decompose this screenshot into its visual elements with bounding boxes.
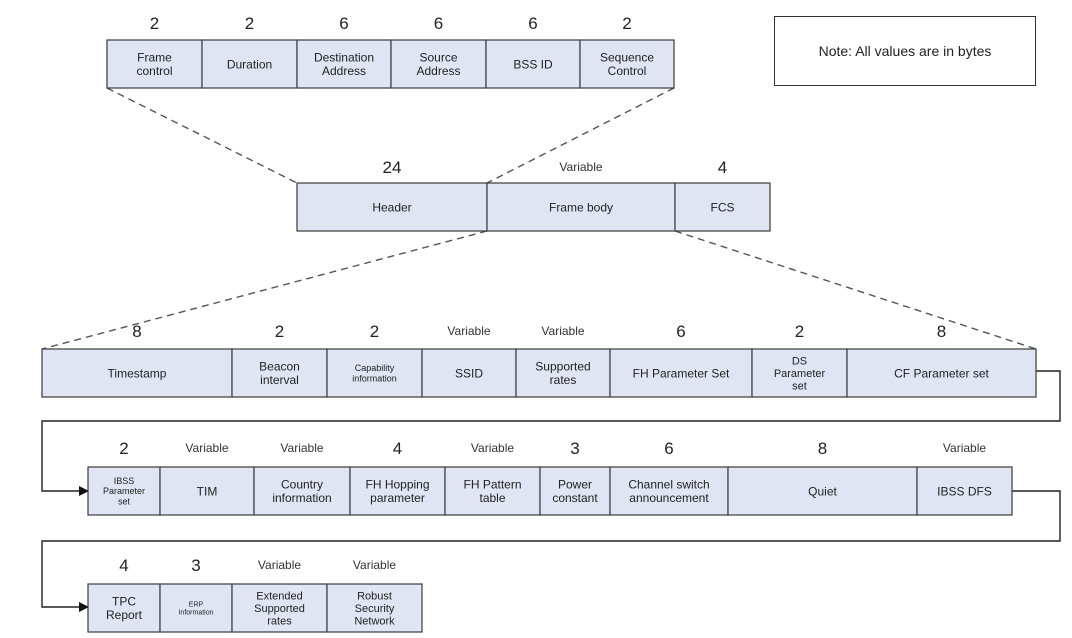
tim-size-label: Variable [185, 441, 228, 455]
ibss-dfs-size-label: Variable [943, 441, 986, 455]
destination-address-field [296, 39, 392, 89]
frame-control-field [106, 39, 203, 89]
timestamp-size-label: 8 [132, 322, 141, 341]
beacon-interval-size-label: 2 [275, 322, 284, 341]
ds-parameter-set-field [751, 348, 848, 398]
duration-size-label: 2 [245, 14, 254, 33]
quiet-size-label: 8 [818, 439, 827, 458]
fcs-field [674, 182, 771, 232]
extended-supported-rates-size-label: Variable [258, 558, 301, 572]
power-constant-field [539, 466, 611, 516]
source-address-size-label: 6 [434, 14, 443, 33]
fcs-size-label: 4 [718, 158, 727, 177]
row1-to-row2-connector-arrow [41, 370, 1061, 496]
capability-information-size-label: 2 [370, 322, 379, 341]
source-address-field [390, 39, 487, 89]
ssid-field [421, 348, 517, 398]
timestamp-label: Timestamp [108, 366, 167, 380]
beacon-interval-field [231, 348, 328, 398]
power-constant-size-label: 3 [570, 439, 579, 458]
row2-to-row3-connector-arrow [41, 490, 1061, 612]
country-information-size-label: Variable [280, 441, 323, 455]
duration-label: Duration [227, 57, 272, 71]
header-field [296, 182, 488, 232]
bss-id-label: BSS ID [513, 57, 553, 71]
header-expansion-line-left [106, 87, 298, 184]
ibss-dfs-label: IBSS DFS [937, 484, 992, 498]
cf-parameter-set-size-label: 8 [937, 322, 946, 341]
ds-parameter-set-size-label: 2 [795, 322, 804, 341]
header-size-label: 24 [383, 158, 402, 177]
ibss-parameter-set-size-label: 2 [119, 439, 128, 458]
frame-body-size-label: Variable [559, 160, 602, 174]
units-note: Note: All values are in bytes [774, 16, 1036, 86]
frame-body-label: Frame body [549, 200, 613, 214]
ibss-dfs-field [916, 466, 1013, 516]
ibss-parameter-set-field [87, 466, 161, 516]
fh-hopping-parameter-size-label: 4 [393, 439, 402, 458]
tpc-report-field [87, 583, 161, 633]
country-information-field [253, 466, 351, 516]
supported-rates-size-label: Variable [541, 324, 584, 338]
ssid-label: SSID [455, 366, 483, 380]
fcs-label: FCS [711, 200, 735, 214]
sequence-control-size-label: 2 [622, 14, 631, 33]
fh-pattern-table-field [444, 466, 541, 516]
quiet-label: Quiet [808, 484, 837, 498]
fh-parameter-set-size-label: 6 [676, 322, 685, 341]
header-expansion-line-right [486, 87, 675, 184]
body-expansion-line-right [674, 230, 1037, 350]
erp-information-field [159, 583, 233, 633]
capability-information-field [326, 348, 423, 398]
robust-security-network-size-label: Variable [353, 558, 396, 572]
channel-switch-announcement-size-label: 6 [664, 439, 673, 458]
ssid-size-label: Variable [447, 324, 490, 338]
tim-field [159, 466, 255, 516]
sequence-control-field [579, 39, 675, 89]
frame-body-field [486, 182, 676, 232]
body-expansion-line-left [41, 230, 488, 350]
fh-parameter-set-label: FH Parameter Set [633, 366, 730, 380]
bss-id-size-label: 6 [528, 14, 537, 33]
extended-supported-rates-field [231, 583, 328, 633]
tim-label: TIM [197, 484, 218, 498]
frame-control-size-label: 2 [150, 14, 159, 33]
fh-hopping-parameter-field [349, 466, 446, 516]
cf-parameter-set-label: CF Parameter set [894, 366, 989, 380]
header-label: Header [372, 200, 411, 214]
robust-security-network-field [326, 583, 423, 633]
destination-address-size-label: 6 [339, 14, 348, 33]
erp-information-size-label: 3 [191, 556, 200, 575]
cf-parameter-set-field [846, 348, 1037, 398]
channel-switch-announcement-field [609, 466, 729, 516]
fh-parameter-set-field [609, 348, 753, 398]
supported-rates-field [515, 348, 611, 398]
tpc-report-size-label: 4 [119, 556, 128, 575]
fh-pattern-table-size-label: Variable [471, 441, 514, 455]
